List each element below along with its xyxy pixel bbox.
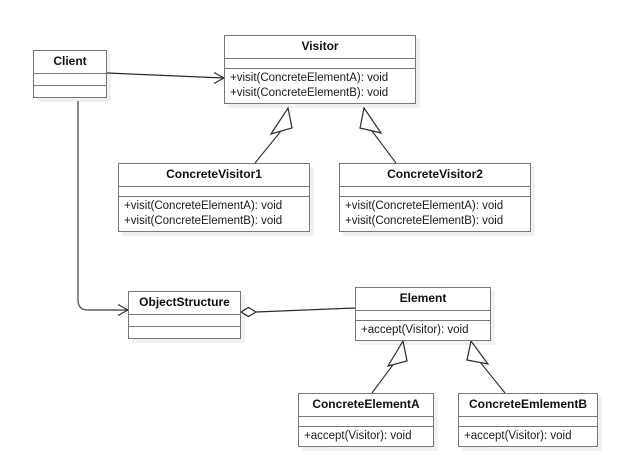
operation-item: +visit(ConcreteElementB): void [345, 215, 504, 227]
class-title-visitor: Visitor [301, 39, 339, 53]
class-box-concretevisitor1[interactable]: ConcreteVisitor1 +visit(ConcreteElementA… [118, 163, 310, 232]
compartment-divider [356, 310, 490, 311]
operations-compartment-concreteelementa: +accept(Visitor): void [299, 427, 433, 446]
class-title-element: Element [399, 291, 447, 305]
class-title-concretevisitor2: ConcreteVisitor2 [387, 167, 483, 181]
operations-compartment-concreteelementb: +accept(Visitor): void [459, 427, 597, 446]
class-box-element[interactable]: Element +accept(Visitor): void [355, 287, 491, 341]
class-box-visitor[interactable]: Visitor +visit(ConcreteElementA): void +… [224, 35, 416, 104]
operations-compartment-client [34, 86, 106, 97]
compartment-divider [34, 85, 106, 86]
operation-item: +visit(ConcreteElementA): void [345, 200, 504, 212]
operation-item: +visit(ConcreteElementA): void [124, 200, 283, 212]
class-box-client[interactable]: Client [33, 50, 107, 98]
compartment-divider [129, 314, 240, 315]
compartment-divider [34, 73, 106, 74]
compartment-divider [119, 196, 309, 197]
attributes-compartment-client [34, 74, 106, 85]
attributes-compartment-concretevisitor1 [119, 187, 309, 196]
compartment-divider [225, 68, 415, 69]
relation-objectstructure-to-element [239, 306, 356, 318]
class-box-concretevisitor2[interactable]: ConcreteVisitor2 +visit(ConcreteElementA… [339, 163, 531, 232]
attributes-compartment-concreteelementa [299, 417, 433, 426]
class-title-concreteelementb: ConcreteEmlementB [468, 397, 588, 411]
operations-compartment-objectstructure [129, 327, 240, 338]
operations-compartment-concretevisitor1: +visit(ConcreteElementA): void +visit(Co… [119, 197, 309, 231]
attributes-compartment-element [356, 311, 490, 320]
compartment-divider [299, 426, 433, 427]
class-box-concreteelementa[interactable]: ConcreteElementA +accept(Visitor): void [298, 393, 434, 447]
relation-concretevisitor1-to-visitor [254, 106, 293, 164]
attributes-compartment-objectstructure [129, 315, 240, 326]
relation-concreteelementa-to-element [371, 339, 408, 394]
compartment-divider [299, 416, 433, 417]
compartment-divider [225, 58, 415, 59]
operations-compartment-concretevisitor2: +visit(ConcreteElementA): void +visit(Co… [340, 197, 530, 231]
operations-compartment-element: +accept(Visitor): void [356, 321, 490, 340]
compartment-divider [459, 416, 597, 417]
class-title-concretevisitor1: ConcreteVisitor1 [166, 167, 262, 181]
attributes-compartment-concreteelementb [459, 417, 597, 426]
operations-compartment-visitor: +visit(ConcreteElementA): void +visit(Co… [225, 69, 415, 103]
compartment-divider [129, 326, 240, 327]
class-title-client: Client [53, 54, 87, 68]
relation-client-to-visitor [106, 71, 226, 85]
class-box-concreteelementb[interactable]: ConcreteEmlementB +accept(Visitor): void [458, 393, 598, 447]
compartment-divider [459, 426, 597, 427]
compartment-divider [340, 186, 530, 187]
compartment-divider [119, 186, 309, 187]
operation-item: +accept(Visitor): void [464, 430, 572, 442]
attributes-compartment-concretevisitor2 [340, 187, 530, 196]
compartment-divider [356, 320, 490, 321]
operation-item: +visit(ConcreteElementA): void [230, 72, 389, 84]
operation-item: +accept(Visitor): void [361, 324, 469, 336]
compartment-divider [340, 196, 530, 197]
class-box-objectstructure[interactable]: ObjectStructure [128, 291, 241, 339]
class-title-objectstructure: ObjectStructure [139, 295, 230, 309]
operation-item: +visit(ConcreteElementB): void [230, 87, 389, 99]
class-title-concreteelementa: ConcreteElementA [312, 397, 420, 411]
relation-concreteelementb-to-element [466, 339, 506, 394]
operation-item: +visit(ConcreteElementB): void [124, 215, 283, 227]
attributes-compartment-visitor [225, 59, 415, 68]
operation-item: +accept(Visitor): void [304, 430, 412, 442]
relation-concretevisitor2-to-visitor [359, 106, 397, 164]
